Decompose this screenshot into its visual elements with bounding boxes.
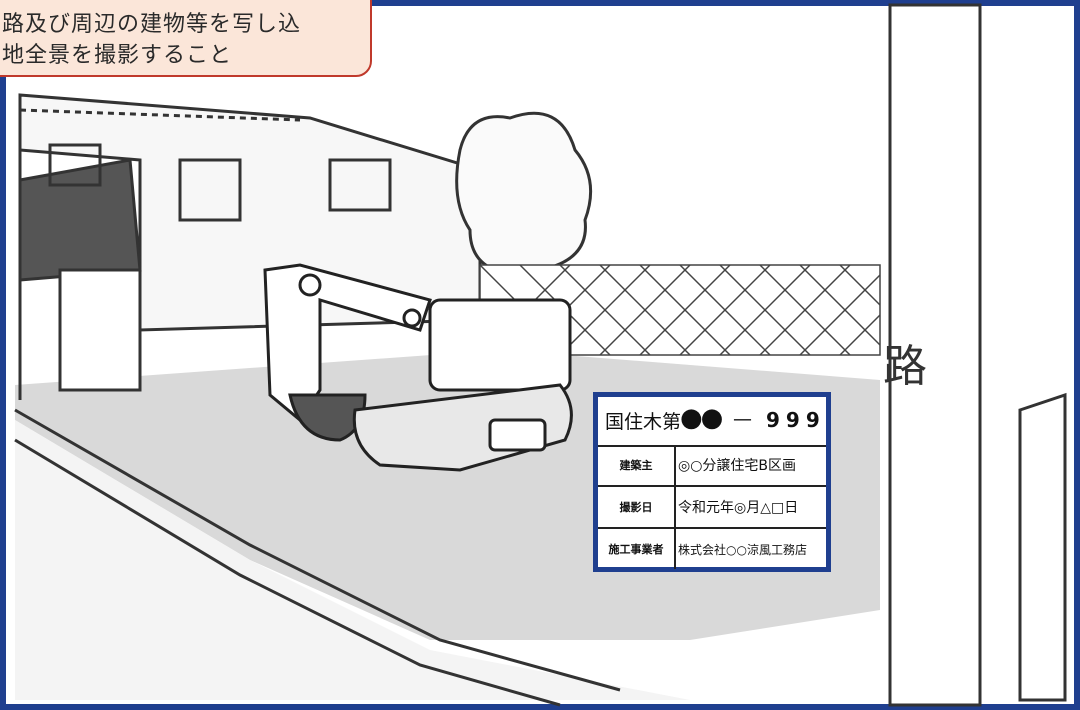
sign-row-contractor: 施工事業者 株式会社○○涼風工務店: [598, 529, 826, 569]
road-label: 路: [883, 341, 927, 392]
sign-row-label: 建築主: [598, 445, 676, 485]
left-house: [18, 93, 482, 400]
sign-row-owner: 建築主 ◎○分譲住宅B区画: [598, 445, 826, 487]
sign-row-value: ◎○分譲住宅B区画: [678, 458, 797, 474]
sign-dots: ●●: [680, 403, 723, 433]
sign-row-date: 撮影日 令和元年◎月△□日: [598, 487, 826, 529]
construction-sign: 国住木第 ●● — 999 建築主 ◎○分譲住宅B区画 撮影日 令和元年◎月△□…: [593, 392, 831, 572]
tree: [455, 111, 593, 302]
sign-row-value: 令和元年◎月△□日: [678, 500, 799, 516]
utility-pole: [888, 3, 982, 707]
sign-number: 999: [766, 408, 826, 432]
sign-dash: —: [733, 408, 752, 430]
road-area: [15, 420, 690, 700]
excavator: [263, 263, 573, 472]
sign-row-value: 株式会社○○涼風工務店: [678, 542, 807, 557]
right-wall: [1018, 392, 1067, 702]
sign-title: 国住木第: [605, 411, 682, 433]
sign-row-label: 撮影日: [598, 487, 676, 527]
callout-line-1: 路及び周辺の建物等を写し込: [2, 12, 302, 37]
instruction-callout: 路及び周辺の建物等を写し込 地全景を撮影すること: [0, 0, 372, 77]
sign-header: 国住木第 ●● — 999: [598, 397, 826, 447]
sign-row-label: 施工事業者: [598, 529, 676, 569]
callout-line-2: 地全景を撮影すること: [2, 43, 233, 68]
curb-lines: [14, 408, 621, 707]
